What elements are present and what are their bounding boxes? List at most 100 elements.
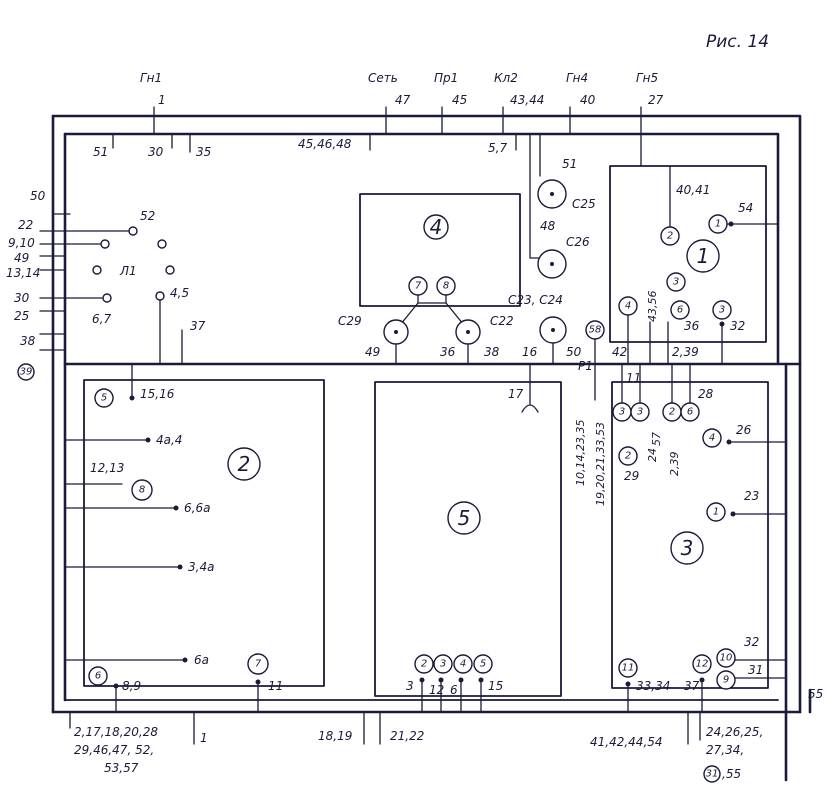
frame-lines [51,106,812,782]
svg-text:48: 48 [540,219,556,233]
svg-text:2,39: 2,39 [668,452,681,477]
svg-text:2: 2 [669,407,675,418]
svg-text:3: 3 [673,277,679,288]
svg-text:8,9: 8,9 [122,679,141,693]
svg-text:7: 7 [255,659,262,670]
bus-wire-454648: 45,46,48 [298,137,352,151]
left-wires [39,213,183,365]
caps-c25-c26: 51 С25 48 С26 [529,133,596,279]
block-3: 3 3 3 2 6 28 11 2 29 24 57 2,39 4 26 1 [611,363,787,713]
cap-c29: С29 [338,314,362,328]
svg-text:3: 3 [637,407,643,418]
figure-caption: Рис. 14 [706,32,769,52]
left-wire-50: 50 [30,189,46,203]
cap-c25: С25 [572,197,596,211]
lamp-l1: Л1 52 6,7 4,5 37 [92,209,206,333]
svg-text:4а,4: 4а,4 [156,433,182,447]
svg-text:10,14,23,35: 10,14,23,35 [574,420,587,486]
wire-gn4: 40 [580,93,596,107]
svg-text:4: 4 [709,433,715,444]
svg-text:17: 17 [508,387,524,401]
svg-text:26: 26 [736,423,752,437]
wire-set: 47 [395,93,411,107]
svg-text:57: 57 [650,432,663,446]
svg-text:12,13: 12,13 [90,461,124,475]
svg-text:24,26,25,: 24,26,25, [706,725,763,739]
svg-text:3: 3 [406,679,414,693]
svg-text:6: 6 [450,683,458,697]
svg-text:6а: 6а [194,653,209,667]
lamp-label: Л1 [119,264,137,278]
block-5: 5 17 2 3 4 5 3 12 6 15 Р1 10,14,23,35 19… [374,359,607,713]
cap-c22-wire: 38 [484,345,500,359]
left-circled-39-ring [17,363,35,381]
svg-text:2,39: 2,39 [672,345,699,359]
svg-text:8: 8 [443,281,449,292]
svg-text:32: 32 [744,635,759,649]
block-5-label: 5 [458,506,471,530]
block-1-label: 1 [697,244,710,268]
lamp-pin-52: 52 [140,209,155,223]
svg-text:2: 2 [667,231,673,242]
svg-text:40,41: 40,41 [676,183,710,197]
left-wire-30: 30 [14,291,30,305]
svg-text:11: 11 [268,679,283,693]
connector-pr1: Пр1 [434,71,458,85]
left-circled-39: 39 [20,367,33,378]
svg-text:15: 15 [488,679,503,693]
svg-text:4: 4 [460,659,466,670]
left-wire-22: 22 [18,218,33,232]
svg-text:24: 24 [646,448,659,462]
svg-text:42: 42 [612,345,627,359]
svg-text:50: 50 [566,345,582,359]
svg-text:2: 2 [625,451,631,462]
svg-text:2: 2 [421,659,427,670]
svg-text:11: 11 [622,663,635,674]
wire-gn5: 27 [648,93,664,107]
svg-text:3: 3 [440,659,446,670]
svg-text:27,34,: 27,34, [706,743,744,757]
svg-text:29: 29 [624,469,639,483]
left-wire-37: 37 [190,319,206,333]
svg-text:21,22: 21,22 [390,729,424,743]
block-2: 2 5 15,16 4а,4 12,13 8 6,6а 3,4а 6а 6 8,… [64,363,325,713]
svg-text:31: 31 [748,663,763,677]
svg-text:1: 1 [713,507,719,518]
connector-kl2: Кл2 [494,71,518,85]
svg-text:33,34: 33,34 [636,679,670,693]
svg-text:23: 23 [744,489,759,503]
connector-gn5: Гн5 [636,71,658,85]
block-1: 1 2 40,41 1 54 3 4 6 3 32 36 42 2,39 43,… [609,133,779,365]
svg-text:12: 12 [696,659,709,670]
svg-text:3: 3 [619,407,625,418]
connector-set: Сеть [368,71,398,85]
top-connectors: Гн1 1 Сеть 47 Пр1 45 Кл2 43,44 Гн4 40 Гн… [93,71,664,159]
svg-text:16: 16 [522,345,538,359]
svg-text:7: 7 [415,281,422,292]
svg-text:43,56: 43,56 [646,291,659,323]
svg-text:6,6а: 6,6а [184,501,210,515]
left-wire-910: 9,10 [8,236,35,250]
left-wire-1314: 13,14 [6,266,40,280]
svg-text:8: 8 [139,485,145,496]
wire-pr1: 45 [452,93,467,107]
lamp-pin-45: 4,5 [170,286,189,300]
svg-text:41,42,44,54: 41,42,44,54 [590,735,663,749]
svg-text:1: 1 [200,731,208,745]
svg-text:6: 6 [95,671,101,682]
svg-text:Р1: Р1 [578,359,593,373]
svg-text:51: 51 [562,157,577,171]
svg-text:5: 5 [480,659,486,670]
svg-text:15,16: 15,16 [140,387,175,401]
svg-text:28: 28 [698,387,714,401]
svg-text:31: 31 [706,769,719,780]
svg-text:12: 12 [429,683,444,697]
connector-gn4: Гн4 [566,71,588,85]
svg-text:4: 4 [625,301,631,312]
left-wire-49: 49 [14,251,29,265]
connector-gn1: Гн1 [140,71,162,85]
wire-gn1: 1 [158,93,166,107]
left-labels: 50 22 9,10 49 13,14 30 25 38 39 [6,189,46,381]
cap-c26: С26 [566,235,590,249]
